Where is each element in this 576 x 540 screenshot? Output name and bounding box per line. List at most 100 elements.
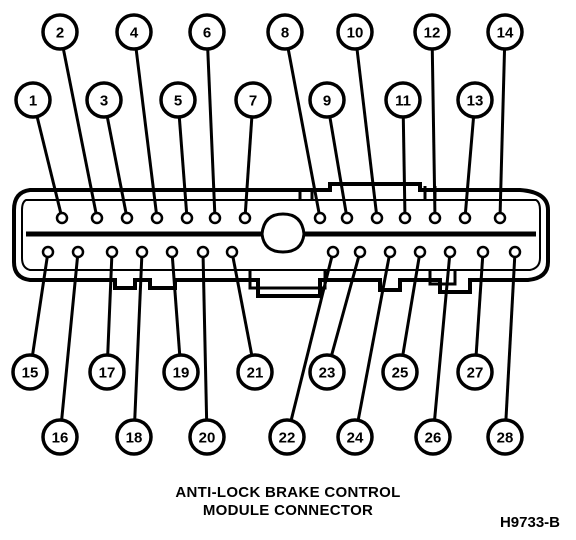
pin-callout-8: 8 bbox=[266, 13, 304, 51]
callout-circle bbox=[414, 418, 452, 456]
pin-number-label: 24 bbox=[347, 430, 364, 447]
pin-callout-15: 15 bbox=[11, 353, 49, 391]
pin-hole-20 bbox=[196, 245, 210, 259]
pin-number-label: 25 bbox=[392, 365, 409, 382]
pin-number-label: 15 bbox=[22, 365, 39, 382]
callout-circle bbox=[336, 13, 374, 51]
pin-callout-19: 19 bbox=[162, 353, 200, 391]
callout-circle bbox=[268, 418, 306, 456]
pin-number-label: 4 bbox=[130, 25, 139, 42]
pin-callout-16: 16 bbox=[41, 418, 79, 456]
pin-hole-27 bbox=[476, 245, 490, 259]
leader-line-20 bbox=[201, 251, 209, 421]
pin-hole-15 bbox=[41, 245, 55, 259]
callout-circle bbox=[159, 81, 197, 119]
pin-callout-2: 2 bbox=[41, 13, 79, 51]
leader-line-25 bbox=[401, 251, 422, 356]
pin-callout-14: 14 bbox=[486, 13, 524, 51]
leader-line-16 bbox=[60, 251, 80, 421]
pin-number-label: 10 bbox=[347, 25, 364, 42]
pin-hole-9 bbox=[340, 211, 354, 225]
pin-hole-5 bbox=[180, 211, 194, 225]
leader-line-13 bbox=[463, 116, 476, 219]
pin-callout-11: 11 bbox=[384, 81, 422, 119]
callout-circle bbox=[266, 13, 304, 51]
pin-hole-14 bbox=[493, 211, 507, 225]
pin-number-label: 7 bbox=[249, 93, 257, 110]
pin-callout-18: 18 bbox=[115, 418, 153, 456]
pin-hole-13 bbox=[458, 211, 472, 225]
pin-number-label: 22 bbox=[279, 430, 296, 447]
pin-callout-24: 24 bbox=[336, 418, 374, 456]
pin-hole-23 bbox=[353, 245, 367, 259]
pin-hole-1 bbox=[55, 211, 69, 225]
pin-hole-8 bbox=[313, 211, 327, 225]
pin-callout-3: 3 bbox=[85, 81, 123, 119]
pin-hole-22 bbox=[326, 245, 340, 259]
pin-hole-25 bbox=[413, 245, 427, 259]
pin-callout-20: 20 bbox=[188, 418, 226, 456]
pin-number-label: 5 bbox=[174, 93, 182, 110]
callout-circle bbox=[162, 353, 200, 391]
callout-circle bbox=[308, 81, 346, 119]
pin-hole-6 bbox=[208, 211, 222, 225]
leader-line-4 bbox=[134, 48, 159, 219]
leader-line-18 bbox=[133, 251, 144, 421]
callout-circle bbox=[486, 13, 524, 51]
pin-callout-26: 26 bbox=[414, 418, 452, 456]
leader-line-27 bbox=[474, 251, 485, 356]
pin-hole-19 bbox=[165, 245, 179, 259]
pin-number-label: 17 bbox=[99, 365, 116, 382]
pin-callout-21: 21 bbox=[236, 353, 274, 391]
figure-id: H9733-B bbox=[499, 514, 560, 531]
leader-line-19 bbox=[170, 251, 182, 356]
pin-callout-13: 13 bbox=[456, 81, 494, 119]
pin-hole-26 bbox=[443, 245, 457, 259]
pin-hole-3 bbox=[120, 211, 134, 225]
pin-hole-4 bbox=[150, 211, 164, 225]
leader-line-23 bbox=[330, 251, 362, 357]
leader-line-9 bbox=[328, 116, 349, 219]
leader-line-8 bbox=[286, 48, 322, 219]
callout-circle bbox=[85, 81, 123, 119]
pin-number-label: 28 bbox=[497, 430, 514, 447]
leader-line-7 bbox=[243, 116, 254, 219]
leader-line-5 bbox=[177, 116, 189, 219]
pin-number-label: 27 bbox=[467, 365, 484, 382]
pin-hole-21 bbox=[225, 245, 239, 259]
callout-circle bbox=[188, 13, 226, 51]
pin-number-label: 26 bbox=[425, 430, 442, 447]
pin-callout-28: 28 bbox=[486, 418, 524, 456]
connector-housing bbox=[12, 182, 550, 298]
pin-callout-9: 9 bbox=[308, 81, 346, 119]
callout-circle bbox=[336, 418, 374, 456]
leader-line-11 bbox=[401, 116, 407, 219]
leader-line-24 bbox=[356, 251, 392, 421]
pin-hole-12 bbox=[428, 211, 442, 225]
pin-callout-27: 27 bbox=[456, 353, 494, 391]
callout-circle bbox=[236, 353, 274, 391]
pin-hole-7 bbox=[238, 211, 252, 225]
pin-number-label: 1 bbox=[29, 93, 37, 110]
pin-callout-25: 25 bbox=[381, 353, 419, 391]
leader-line-6 bbox=[206, 48, 217, 219]
pin-number-label: 19 bbox=[173, 365, 190, 382]
callout-circle bbox=[456, 81, 494, 119]
pin-number-label: 13 bbox=[467, 93, 484, 110]
leader-line-26 bbox=[433, 251, 452, 421]
pin-hole-11 bbox=[398, 211, 412, 225]
callout-circle bbox=[88, 353, 126, 391]
pin-hole-28 bbox=[508, 245, 522, 259]
pin-hole-18 bbox=[135, 245, 149, 259]
pin-number-label: 21 bbox=[247, 365, 264, 382]
pin-number-label: 9 bbox=[323, 93, 331, 110]
caption-subtitle: MODULE CONNECTOR bbox=[202, 502, 374, 519]
callout-circle bbox=[413, 13, 451, 51]
pin-callout-6: 6 bbox=[188, 13, 226, 51]
leader-line-12 bbox=[430, 48, 437, 219]
pin-number-label: 3 bbox=[100, 93, 108, 110]
pin-callout-23: 23 bbox=[308, 353, 346, 391]
pin-callout-1: 1 bbox=[14, 81, 52, 119]
pin-number-label: 20 bbox=[199, 430, 216, 447]
